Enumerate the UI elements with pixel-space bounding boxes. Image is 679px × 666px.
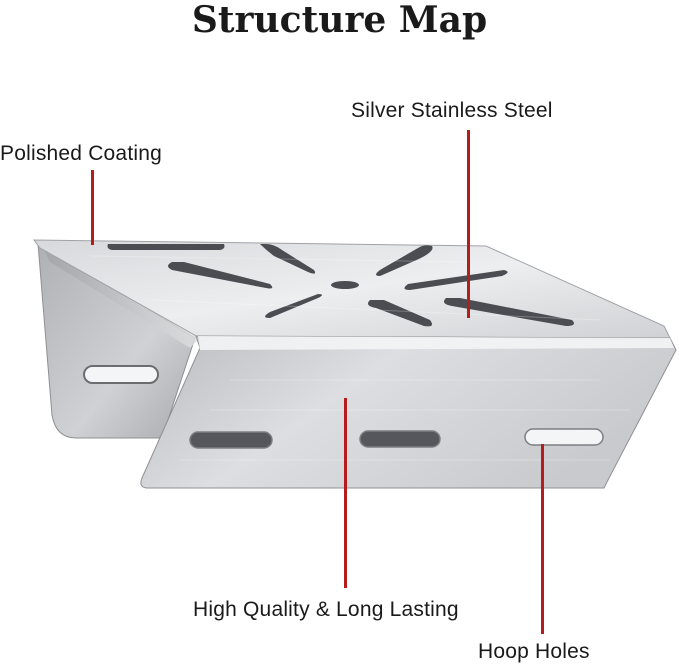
leader-line-quality (344, 398, 347, 588)
top-plate-slots (107, 244, 574, 327)
leader-line-hoop (541, 444, 544, 634)
label-high-quality: High Quality & Long Lasting (193, 598, 459, 621)
leader-line-polished (91, 170, 94, 245)
left-wall-slot (83, 365, 159, 384)
label-silver-stainless-steel: Silver Stainless Steel (351, 99, 553, 122)
label-polished-coating: Polished Coating (0, 142, 162, 165)
leader-line-silver (467, 130, 470, 318)
bracket-left-wall (37, 243, 196, 439)
front-hoop-holes (189, 428, 604, 449)
label-hoop-holes: Hoop Holes (478, 640, 590, 663)
page-title: Structure Map (191, 0, 488, 41)
bracket-front-wall (140, 335, 677, 489)
